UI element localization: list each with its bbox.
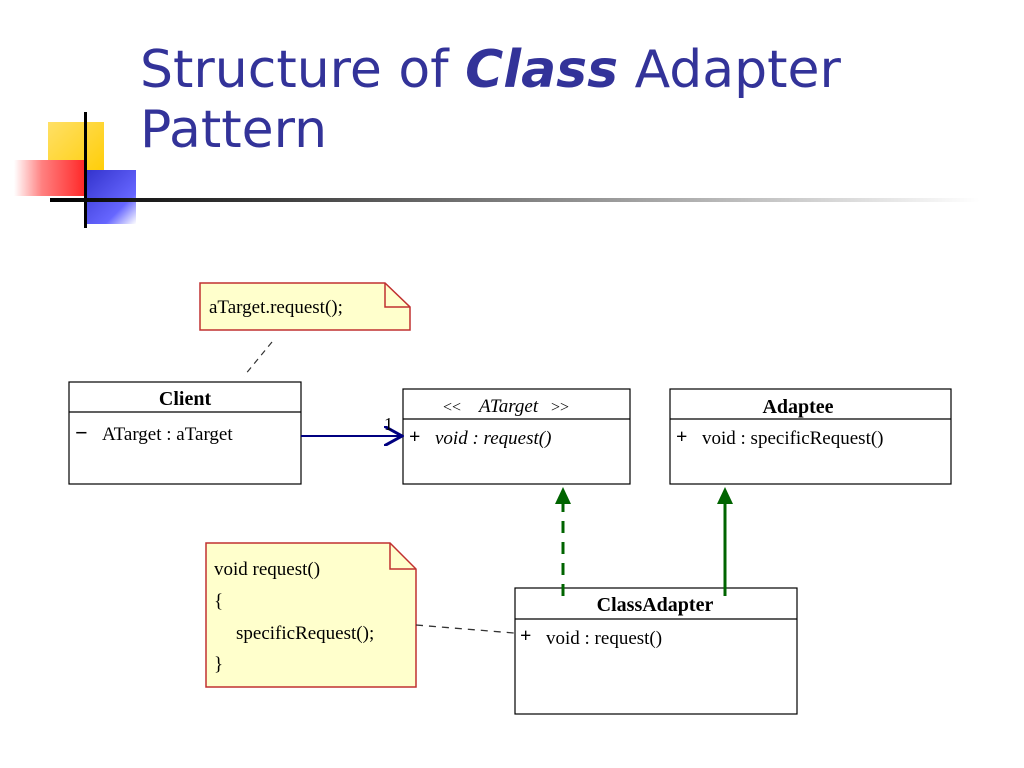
deco-blue-square: [86, 170, 136, 224]
title-emphasis: Class: [465, 40, 619, 100]
atarget-op: void : request(): [435, 428, 551, 449]
atarget-class-name: ATarget: [477, 396, 539, 417]
class-adapter-class-name: ClassAdapter: [597, 594, 714, 616]
class-adapter-op: void : request(): [546, 628, 662, 649]
client-attr: ATarget : aTarget: [102, 424, 233, 445]
client-class-name: Client: [159, 388, 212, 410]
note-top-connector: [243, 341, 273, 377]
deco-red-bar: [14, 160, 84, 196]
note-bottom-line3: specificRequest();: [236, 623, 374, 644]
atarget-class: << ATarget >> + void : request(): [402, 388, 631, 485]
adaptee-class-name: Adaptee: [762, 396, 833, 418]
atarget-op-visibility: +: [409, 426, 420, 448]
deco-vertical-line: [84, 112, 87, 228]
note-atarget-request: aTarget.request();: [199, 282, 411, 331]
title-part2: Adapter: [618, 40, 841, 100]
note-bottom-connector: [415, 624, 515, 634]
note-top-text: aTarget.request();: [209, 297, 343, 318]
note-bottom-line2: {: [214, 591, 223, 612]
title-part1: Structure of: [140, 40, 466, 100]
inheritance-arrowhead: [717, 487, 733, 504]
association-multiplicity: 1: [384, 414, 393, 434]
client-class: Client − ATarget : aTarget: [68, 381, 302, 485]
realization-arrowhead: [555, 487, 571, 504]
atarget-stereotype-close: >>: [551, 399, 569, 416]
adaptee-op-visibility: +: [676, 426, 687, 448]
class-adapter-class: ClassAdapter + void : request(): [514, 587, 798, 715]
title-underline: [50, 198, 980, 202]
class-adapter-op-visibility: +: [520, 625, 531, 647]
client-attr-visibility: −: [75, 420, 88, 445]
note-void-request: void request() { specificRequest(); }: [205, 542, 417, 688]
title-line2: Pattern: [140, 100, 328, 160]
note-bottom-line1: void request(): [214, 559, 320, 580]
note-bottom-line4: }: [214, 654, 223, 675]
adaptee-class: Adaptee + void : specificRequest(): [669, 388, 952, 485]
adaptee-op: void : specificRequest(): [702, 428, 884, 449]
atarget-stereotype-open: <<: [443, 399, 461, 416]
